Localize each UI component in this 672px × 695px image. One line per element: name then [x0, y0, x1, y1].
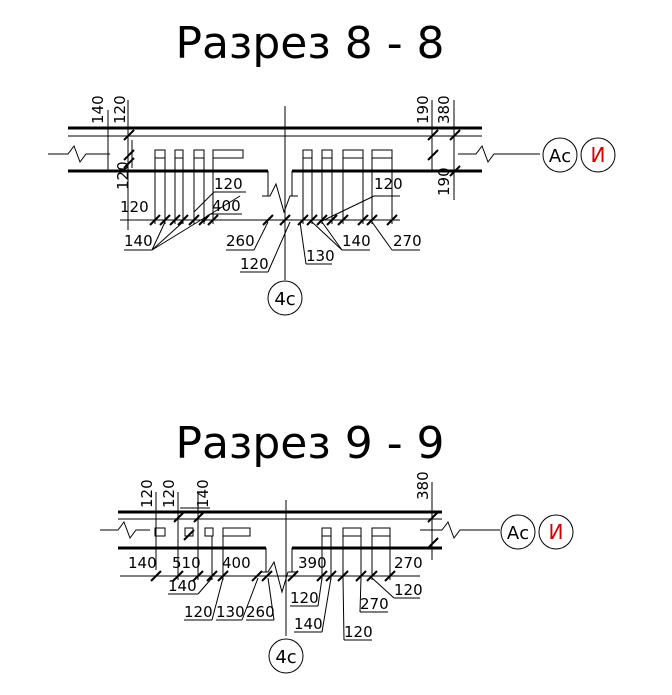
dim-ticks-row — [149, 214, 398, 226]
dim-tick — [123, 129, 135, 141]
dim-label: 140 — [342, 232, 371, 250]
dim-tick — [123, 149, 135, 161]
break-line-left — [48, 144, 110, 164]
dim-label: 400 — [222, 554, 251, 572]
break-line-right — [420, 520, 500, 540]
opening-rect — [321, 527, 332, 537]
opening-rect — [321, 149, 333, 159]
dim-label: 120 — [184, 603, 213, 621]
section-8-8: Разрез 8 - 8 140 120 190 380 190 120 — [48, 18, 616, 316]
dim-label: 270 — [394, 554, 423, 572]
section-title: Разрез 9 - 9 — [175, 418, 444, 469]
opening-rect — [184, 527, 194, 537]
break-line-left — [100, 520, 150, 540]
axis-label-4c: 4с — [274, 289, 295, 310]
axis-label-as: Ас — [549, 146, 571, 167]
dim-label: 390 — [298, 554, 327, 572]
dim-tick — [427, 129, 439, 141]
opening-rect — [204, 527, 214, 537]
dim-tick — [427, 149, 439, 161]
axis-label-i: И — [549, 520, 564, 544]
dim-label: 120 — [240, 255, 269, 273]
opening-rect — [302, 149, 313, 159]
axis-bubble-i — [580, 137, 616, 173]
dim-label: 140 — [294, 615, 323, 633]
opening-rect — [342, 149, 364, 159]
axis-bubble-4c — [268, 638, 304, 674]
extension-lines — [154, 158, 393, 224]
dim-label: 190 — [435, 167, 453, 196]
axis-bubble-as — [500, 514, 536, 550]
dim-label: 140 — [124, 232, 153, 250]
dim-label: 120 — [160, 479, 178, 508]
dim-label: 140 — [89, 95, 107, 124]
axis-label-i: И — [591, 143, 606, 167]
opening-rect — [371, 149, 393, 159]
dim-label: 120 — [120, 198, 149, 216]
dim-label: 140 — [168, 577, 197, 595]
axis-label-as: Ас — [507, 523, 529, 544]
break-line-bottom — [262, 182, 298, 214]
dim-label: 400 — [212, 197, 241, 215]
dim-label: 120 — [214, 175, 243, 193]
dim-label: 140 — [194, 479, 212, 508]
axis-bubble-4c — [267, 280, 303, 316]
opening-rect — [212, 149, 244, 159]
dim-label: 130 — [306, 247, 335, 265]
dim-label: 380 — [414, 471, 432, 500]
leader-lines — [168, 577, 420, 641]
dim-label: 190 — [414, 95, 432, 124]
axis-bubble-i — [538, 514, 574, 550]
dim-label: 120 — [111, 95, 129, 124]
opening-rect — [174, 149, 184, 159]
opening-rect — [222, 527, 251, 537]
dim-label: 270 — [360, 595, 389, 613]
dim-label: 260 — [246, 603, 275, 621]
axis-label-4c: 4с — [275, 647, 296, 668]
dim-label: 120 — [374, 175, 403, 193]
axis-bubble-as — [542, 137, 578, 173]
dim-label: 510 — [172, 554, 201, 572]
section-title: Разрез 8 - 8 — [175, 18, 444, 69]
leader-lines — [124, 191, 420, 273]
opening-rect — [371, 527, 391, 537]
break-line-bottom — [260, 560, 296, 594]
dim-label: 120 — [114, 161, 132, 190]
dim-ticks-top — [173, 511, 439, 549]
opening-rect — [154, 527, 166, 537]
dim-label: 120 — [394, 581, 423, 599]
dim-label: 130 — [216, 603, 245, 621]
break-line-right — [458, 144, 540, 164]
dim-tick — [449, 165, 461, 177]
dim-tick — [449, 129, 461, 141]
dim-label: 120 — [290, 589, 319, 607]
dim-label: 140 — [128, 554, 157, 572]
dim-label: 120 — [344, 623, 373, 641]
section-9-9: Разрез 9 - 9 120 120 140 380 — [100, 418, 574, 674]
opening-rect — [154, 149, 166, 159]
dim-tick — [123, 157, 135, 169]
opening-rect — [193, 149, 205, 159]
extension-lines — [211, 536, 391, 580]
dim-label: 120 — [138, 479, 156, 508]
dim-label: 270 — [393, 232, 422, 250]
dim-label: 380 — [435, 95, 453, 124]
dim-ticks-row — [150, 570, 396, 582]
dim-label: 260 — [226, 232, 255, 250]
opening-rect — [342, 527, 362, 537]
